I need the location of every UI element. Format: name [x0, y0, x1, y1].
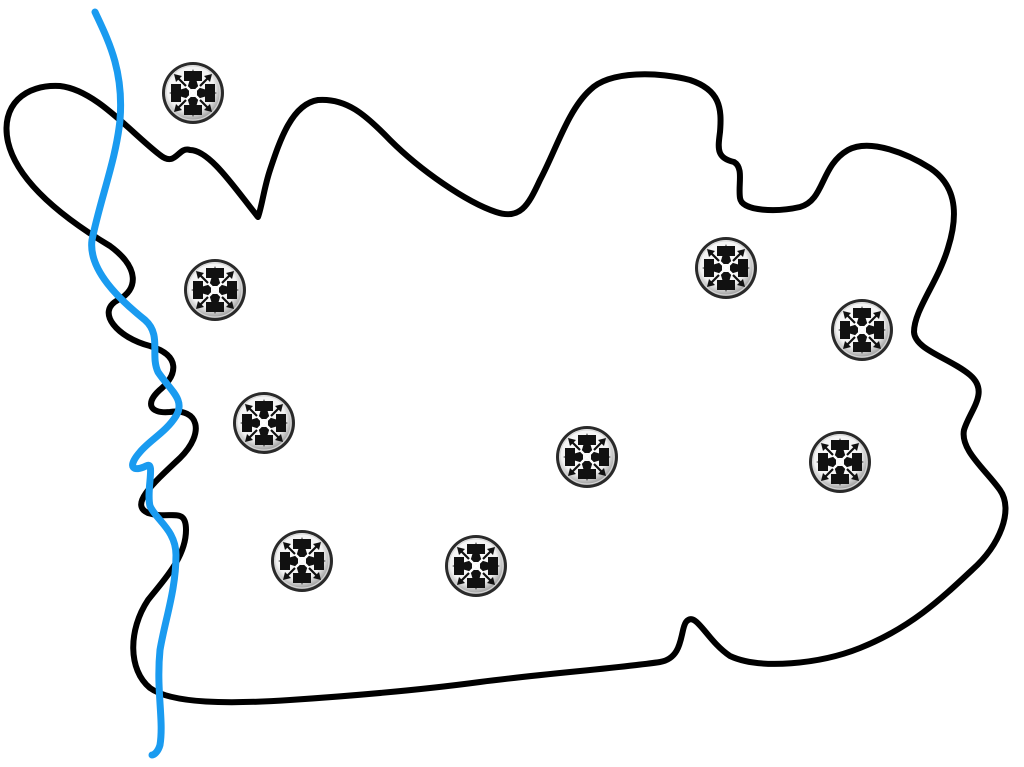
compass-rose-icon	[807, 429, 873, 495]
compass-rose-icon	[443, 533, 509, 599]
compass-rose-icon	[693, 235, 759, 301]
river-line	[88, 8, 183, 759]
compass-rose-icon	[554, 424, 620, 490]
compass-rose-icon	[182, 257, 248, 323]
compass-rose-icon	[231, 390, 297, 456]
compass-rose-icon	[269, 528, 335, 594]
region-outline	[3, 71, 1009, 706]
compass-rose-icon	[829, 297, 895, 363]
compass-rose-icon	[160, 60, 226, 126]
